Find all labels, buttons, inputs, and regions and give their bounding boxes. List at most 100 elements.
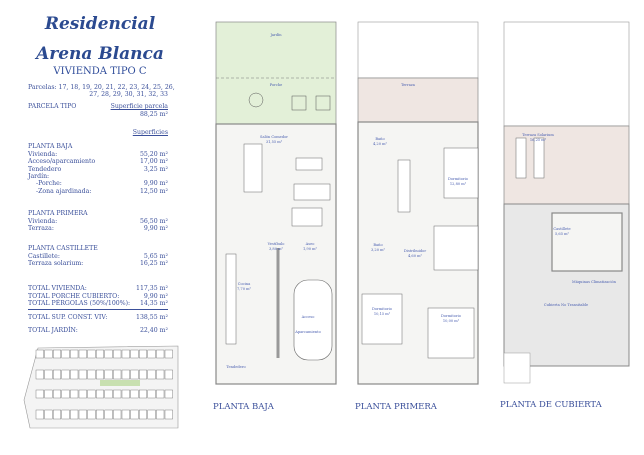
room-bano-1-area: 4,20 m² [373,142,388,146]
room-vestibulo-area: 3,80 m² [269,247,284,251]
total-label: TOTAL SUP. CONST. VIV: [28,314,108,321]
site-lot [35,409,44,420]
site-lot [78,389,87,399]
site-lot [156,409,165,420]
room-dormitorio-3-area: 10,00 m² [443,319,460,323]
section-title: PLANTA PRIMERA [28,210,88,217]
total-row: TOTAL VIVIENDA: 117,35 m² [28,285,168,292]
site-lot [53,389,62,399]
area-label: -Zona ajardinada: [36,187,92,195]
room-aseo: Aseo [305,242,315,246]
site-lot [104,349,113,359]
area-label: Vivienda: [28,218,58,225]
room-dormitorio-2: Dormitorio [372,307,392,311]
site-lot [104,409,113,420]
site-lot [164,389,173,399]
room-solarium-area: 16,25 m² [530,138,547,142]
room-acceso: Acceso [301,315,315,319]
site-lot [130,349,139,359]
section-title-planta_baja: PLANTA BAJA [28,143,168,150]
site-lot [138,369,147,380]
site-lot [70,369,79,380]
site-lot [138,409,147,420]
site-lot [130,389,139,399]
area-row: -Zona ajardinada:12,50 m² [28,188,168,195]
site-lot [87,369,96,380]
site-lot [113,349,122,359]
area-row: Vivienda:56,50 m² [28,218,168,225]
area-label: Terraza: [28,225,54,233]
site-lot [44,369,53,380]
room-bano-2-area: 3,20 m² [371,248,386,252]
room-solarium: Terraza Solarium [522,133,554,137]
site-lot [95,369,104,380]
section-title-planta_primera: PLANTA PRIMERA [28,210,168,217]
room-castillete-area: 5,65 m² [555,232,570,236]
site-lot [78,409,87,420]
site-lot [104,369,113,380]
parcelas-line1: Parcelas: 17, 18, 19, 20, 21, 22, 23, 24… [28,84,175,91]
total-value: 117,35 m² [136,285,168,292]
room-cocina-area: 7,70 m² [237,287,252,291]
site-lot [87,409,96,420]
site-lot [70,349,79,359]
site-lot [95,349,104,359]
room-porche: Porche [270,83,283,87]
site-lot [61,389,70,399]
room-aseo-area: 1,90 m² [303,247,318,251]
total-row: TOTAL JARDÍN:22,40 m² [28,327,168,334]
parcelas-line2: 27, 28, 29, 30, 31, 32, 33 [89,91,168,98]
total-value: 9,90 m² [143,292,168,300]
site-lot [70,389,79,399]
room-dormitorio-1-area: 12,80 m² [450,182,467,186]
area-label: Vivienda: [28,151,58,158]
parcela-area-row: 88,25 m² [28,111,168,118]
area-value: 9,90 m² [143,225,168,233]
site-lot [104,389,113,399]
site-lot [53,409,62,420]
area-label: Jardín: [28,172,50,180]
site-lot [147,409,156,420]
section-title: PLANTA BAJA [28,143,73,150]
plan-planta-primera: Terraza Baño 4,20 m² Dormitorio 12,80 m²… [357,21,479,385]
room-dormitorio-2-area: 10,15 m² [374,312,391,316]
area-value: 9,90 m² [143,180,168,188]
site-lot [113,369,122,380]
site-lot [147,389,156,399]
plan-planta-baja: Jardín Porche Salón Comedor 31,55 m² Ves… [215,21,337,385]
site-lot [78,369,87,380]
site-lot [113,409,122,420]
superficie-parcela-label: Superficie parcela [110,103,168,110]
site-lot [61,409,70,420]
area-row: Terraza: 9,90 m² [28,225,168,232]
room-bano-2: Baño [373,243,382,247]
section-title: PLANTA CASTILLETE [28,245,98,252]
site-lot [53,369,62,380]
parcela-tipo-row: PARCELA TIPO Superficie parcela [28,103,168,110]
site-lot [156,389,165,399]
total-value: 14,35 m² [139,300,168,307]
site-plan [23,345,179,429]
site-lot [95,389,104,399]
area-row: Terraza solarium:16,25 m² [28,260,168,267]
site-lot [164,369,173,380]
area-label: Tendedero [28,165,62,173]
site-lot [78,349,87,359]
area-row: Jardín: [28,173,168,180]
site-lot [147,349,156,359]
room-bano-1: Baño [375,137,384,141]
site-lot [156,349,165,359]
site-lot [130,369,139,380]
site-lot [164,409,173,420]
site-lot [121,349,130,359]
room-aparcamiento: Aparcamiento [294,330,321,334]
site-lot [35,349,44,359]
site-lot [44,349,53,359]
site-lot [87,389,96,399]
total-label: TOTAL PORCHE CUBIERTO: [28,292,120,300]
total-label: TOTAL VIVIENDA: [28,285,87,292]
total-value: 22,40 m² [139,327,168,334]
site-lot [147,369,156,380]
